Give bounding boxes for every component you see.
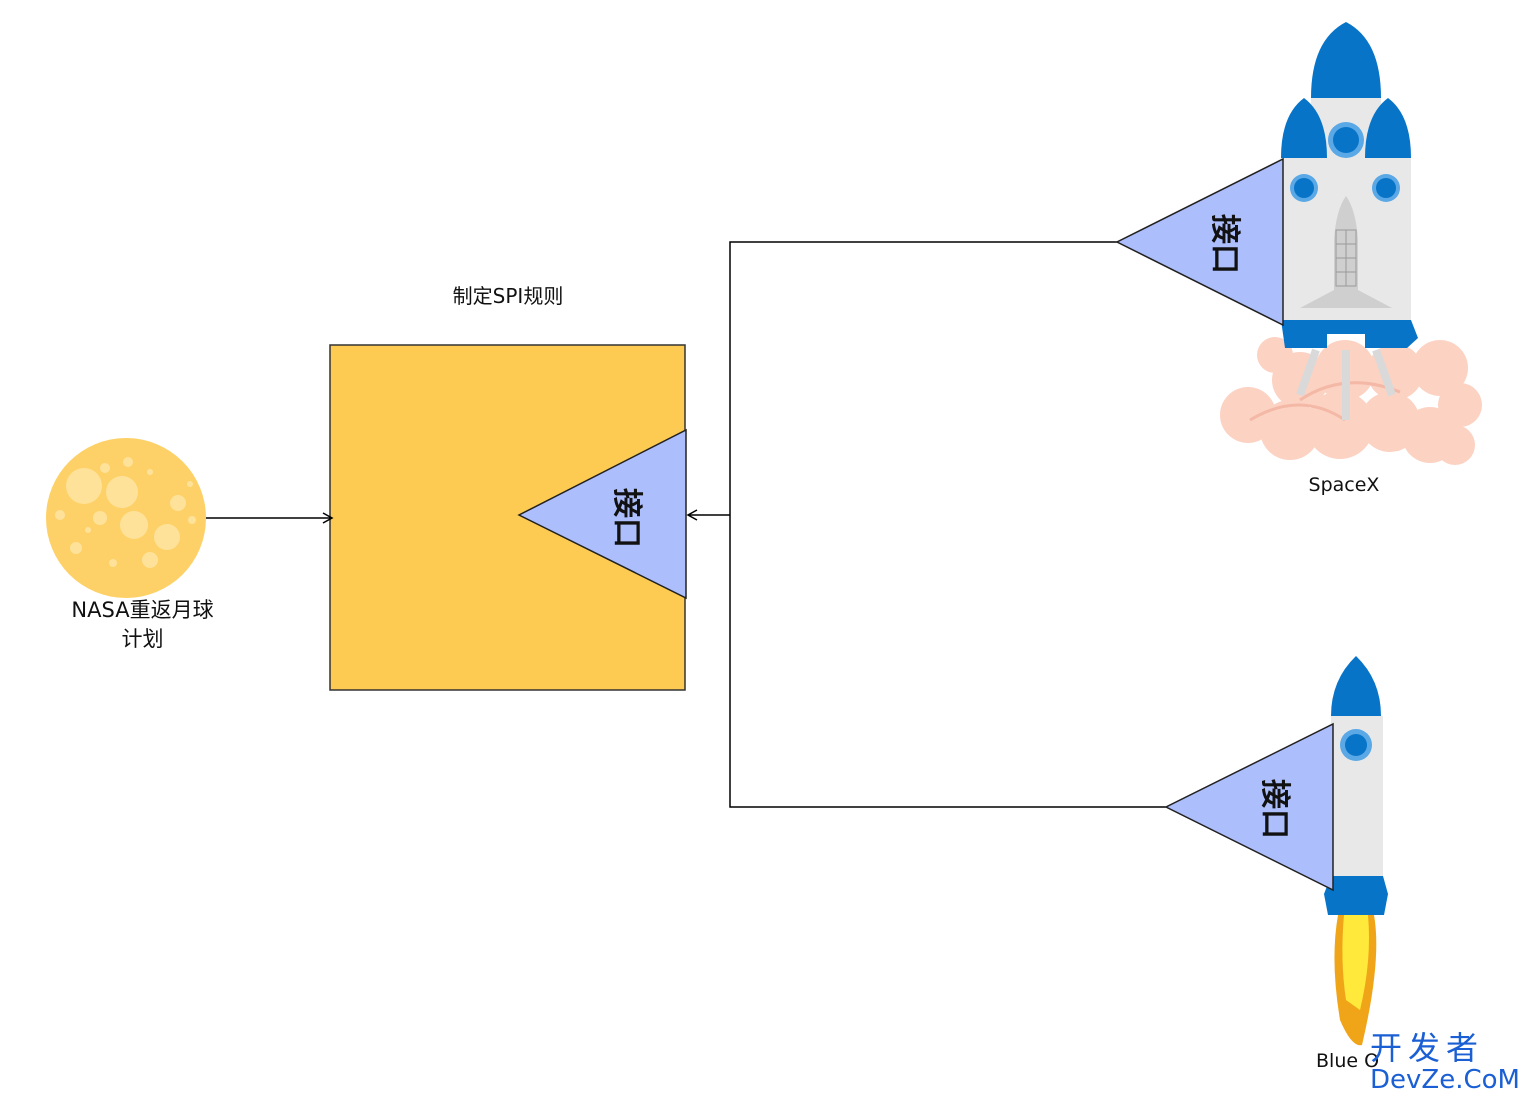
spi-interface-triangle (517, 428, 687, 600)
watermark-en: DevZe.CoM (1370, 1065, 1520, 1095)
spacex-interface-triangle (1115, 157, 1284, 327)
spi-box-title: 制定SPI规则 (452, 284, 564, 308)
moon-icon (46, 438, 206, 598)
spacex-label: SpaceX (1308, 474, 1380, 496)
spacex-interface-label: 接口 (1207, 214, 1242, 274)
blue-origin-rocket-icon (1324, 656, 1388, 1046)
spi-interface-label: 接口 (609, 488, 644, 548)
moon-label: NASA重返月球 计划 (71, 598, 214, 651)
blue-origin-label: Blue O (1316, 1050, 1380, 1072)
spacex-rocket-icon (1220, 22, 1482, 465)
spacex-connector (729, 241, 1166, 808)
blue-origin-interface-triangle (1164, 722, 1334, 892)
watermark-cn: 开发者 (1370, 1029, 1485, 1067)
blue-origin-interface-label: 接口 (1257, 779, 1292, 839)
watermark: 开发者 DevZe.CoM (1370, 1030, 1520, 1094)
